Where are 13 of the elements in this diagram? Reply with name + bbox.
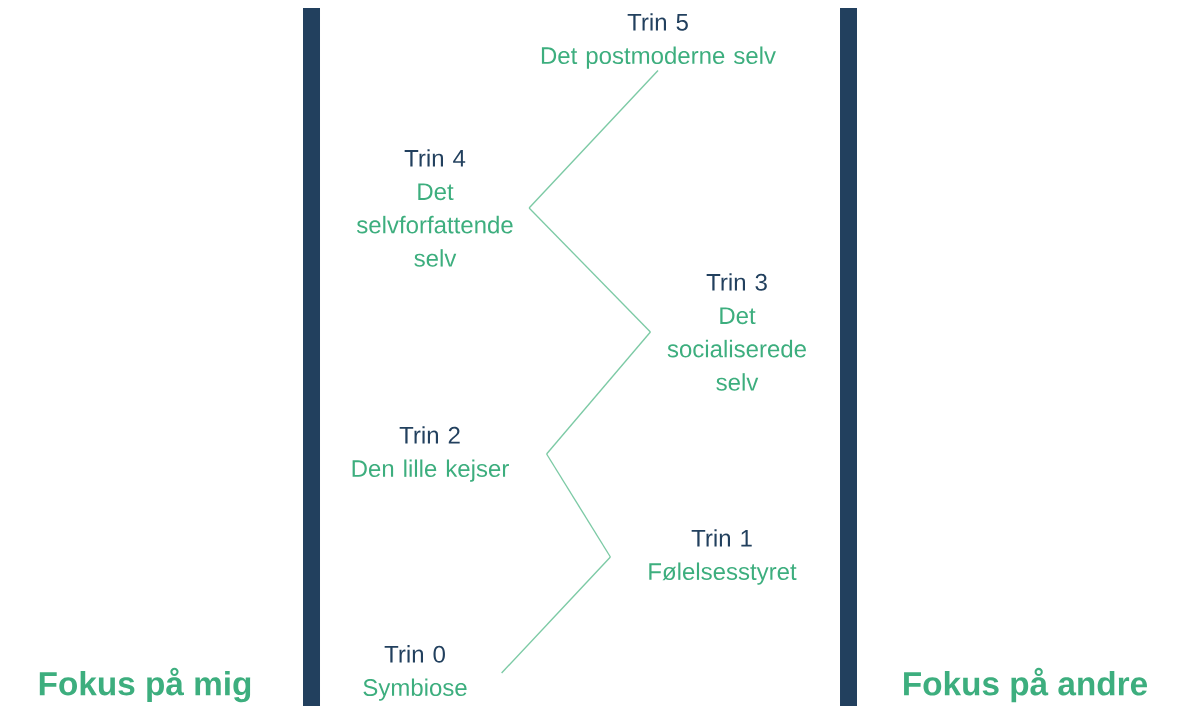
stage-label: Trin 0 Symbiose [363, 645, 467, 701]
stage-label: Trin 1 Følelsesstyret [649, 529, 797, 585]
stage-label: Trin 2 Den lille kejser [352, 426, 509, 482]
zigzag-line [545, 453, 612, 558]
side-heading: Fokus på mig [39, 667, 251, 703]
zigzag-line [500, 556, 612, 674]
zigzag-line [545, 331, 652, 455]
zigzag-line [528, 207, 652, 333]
zigzag-line [528, 69, 659, 209]
stage-label: Trin 4 Det selvforfattende selv [356, 149, 513, 267]
stage-label: Trin 5 Det postmoderne selv [541, 13, 776, 69]
stage-label: Trin 3 Det socialiserede selv [667, 273, 806, 391]
side-heading: Fokus på andre [904, 667, 1147, 703]
